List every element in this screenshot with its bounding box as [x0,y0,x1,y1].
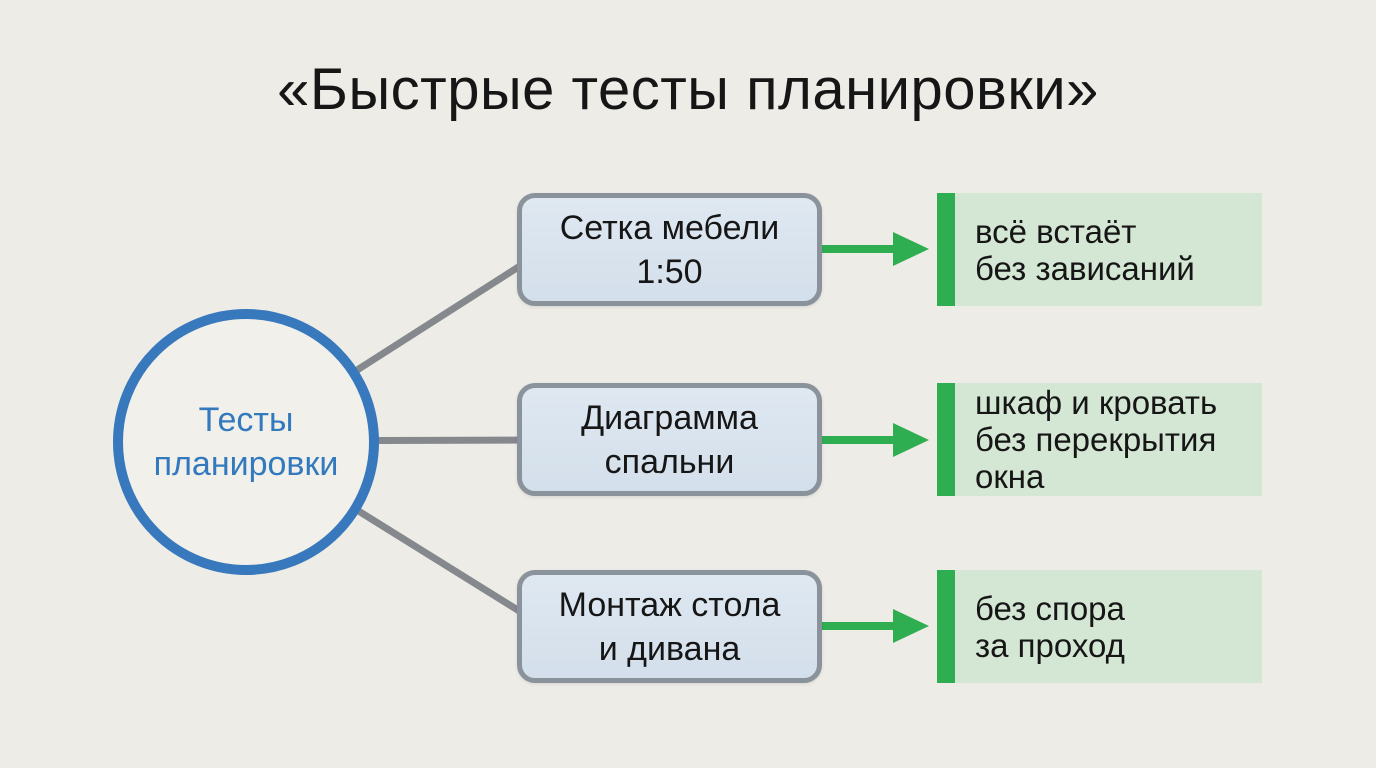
result-node-label: за проход [975,626,1125,664]
result-node-label: без спора [975,589,1125,627]
result-node-label: без перекрытия [975,421,1217,458]
test-node-label: Сетка мебели [559,208,780,247]
arrow-icon-top [822,232,929,266]
result-node-wardrobe-bed: шкаф и кровать без перекрытия окна [937,383,1262,496]
result-node-label: окна [975,458,1045,495]
root-node-label: планировки [153,445,339,483]
arrow-icon-bottom [822,609,929,643]
test-node-furniture-grid: Сетка мебели 1:50 [517,193,822,306]
result-node-label: без зависаний [975,249,1195,287]
root-node-label: Тесты [198,401,294,439]
result-node-label: шкаф и кровать [975,384,1218,421]
result-node-label: всё встаёт [975,212,1137,250]
test-node-label: Диаграмма [581,398,758,437]
arrow-icon-middle [822,423,929,457]
test-node-table-sofa: Монтаж стола и дивана [517,570,822,683]
root-node-layout-tests: Тесты планировки [113,309,379,575]
test-node-label: спальни [604,442,735,481]
page-title: «Быстрые тесты планировки» [277,57,1099,122]
test-node-label: 1:50 [636,252,703,291]
test-node-bedroom-diagram: Диаграмма спальни [517,383,822,496]
test-node-label: Монтаж стола [558,585,781,624]
result-node-no-dispute: без спора за проход [937,570,1262,683]
result-node-everything-fits: всё встаёт без зависаний [937,193,1262,306]
test-node-label: и дивана [598,629,741,668]
